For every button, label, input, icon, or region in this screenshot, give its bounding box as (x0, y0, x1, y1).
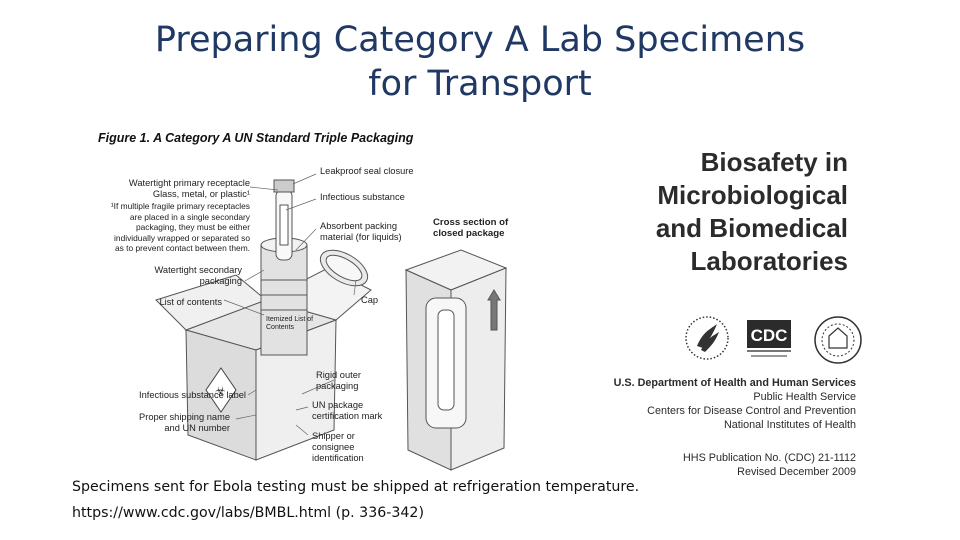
label-un-package-mark: UN package certification mark (312, 400, 383, 421)
label-watertight-secondary: Watertight secondary packaging (154, 265, 243, 286)
secondary-canister (260, 237, 308, 356)
publication-info: HHS Publication No. (CDC) 21-1112 Revise… (682, 452, 856, 478)
ebola-shipping-note: Specimens sent for Ebola testing must be… (72, 479, 640, 495)
svg-text:☣: ☣ (215, 384, 226, 398)
nih-seal-logo (814, 316, 862, 364)
label-cross-section: Cross section of closed package (433, 217, 509, 239)
label-leakproof-seal: Leakproof seal closure (320, 166, 414, 176)
label-list-of-contents: List of contents (159, 297, 222, 307)
slide-title: Preparing Category A Lab Specimens for T… (0, 18, 960, 106)
cdc-logo: CDC (747, 320, 791, 357)
source-link[interactable]: https://www.cdc.gov/labs/BMBL.html (p. 3… (72, 505, 424, 521)
cap-illustration (319, 249, 369, 287)
figure-caption: Figure 1. A Category A UN Standard Tripl… (98, 131, 414, 145)
label-watertight-primary: Watertight primary receptacle Glass, met… (128, 178, 250, 199)
label-footnote: ¹If multiple fragile primary receptacles… (110, 201, 250, 253)
triple-packaging-illustration: ☣ (155, 173, 508, 471)
infectious-label-diamond (205, 367, 237, 413)
agency-logos: CDC (683, 310, 873, 372)
label-leader-lines (223, 173, 357, 436)
label-shipper-identification: Shipper or consignee identification (312, 431, 364, 463)
closed-package (404, 249, 508, 471)
department-info: U.S. Department of Health and Human Serv… (613, 377, 856, 431)
label-rigid-outer-packaging: Rigid outer packaging (316, 370, 361, 391)
slide-title-line-1: Preparing Category A Lab Specimens (154, 20, 806, 60)
svg-text:CDC: CDC (751, 326, 788, 345)
book-title: Biosafety in Microbiological and Biomedi… (655, 147, 848, 276)
label-cap: Cap (361, 295, 379, 305)
primary-receptacle-tube (273, 179, 295, 261)
label-absorbent-material: Absorbent packing material (for liquids) (320, 221, 402, 242)
label-infectious-substance: Infectious substance (320, 192, 405, 202)
slide-title-line-2: for Transport (368, 64, 592, 104)
label-infectious-substance-label: Infectious substance label (139, 390, 246, 400)
label-proper-shipping-name: Proper shipping name and UN number (139, 412, 230, 433)
hhs-seal-logo (685, 316, 729, 360)
triple-packaging-figure: ☣ (96, 150, 566, 480)
label-itemized-list: Itemized List of Contents (266, 316, 314, 331)
